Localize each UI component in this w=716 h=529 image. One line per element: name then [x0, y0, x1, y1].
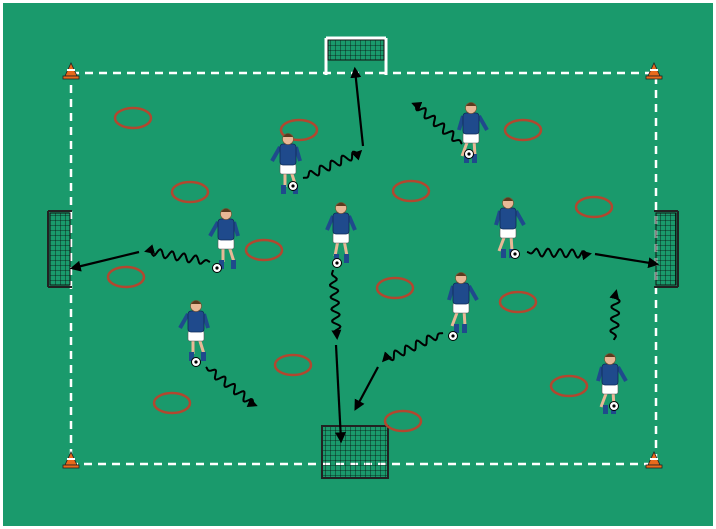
goal-right	[654, 211, 678, 287]
ball-icon	[192, 358, 201, 367]
ball-icon	[333, 259, 342, 268]
ball-icon	[465, 150, 474, 159]
ball-icon	[449, 332, 458, 341]
ball-icon	[289, 182, 298, 191]
goal-left	[48, 211, 72, 287]
ball-icon	[610, 402, 619, 411]
ball-icon	[511, 250, 520, 259]
ball-icon	[213, 264, 222, 273]
goal-bottom	[322, 426, 388, 478]
